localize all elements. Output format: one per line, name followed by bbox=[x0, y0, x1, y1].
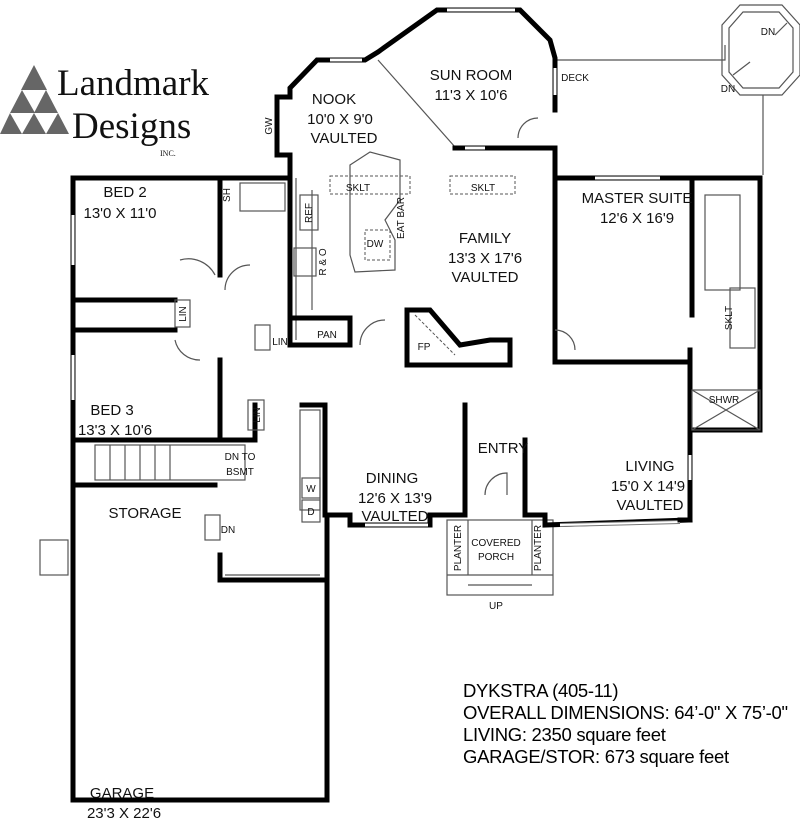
dining-dims: 12'6 X 13'9 bbox=[358, 490, 432, 507]
pantry-label: PAN bbox=[317, 330, 337, 341]
storage-name: STORAGE bbox=[108, 505, 181, 522]
nook-note: VAULTED bbox=[311, 130, 378, 147]
garage-name: GARAGE bbox=[90, 785, 154, 802]
logo-line1: Landmark bbox=[57, 63, 210, 104]
plan-name: DYKSTRA (405-11) bbox=[463, 680, 619, 701]
fixture-labels: GW SH REF R & O SKLT SKLT DW EAT BAR LIN… bbox=[178, 117, 739, 612]
bed3-linen-label: LIN bbox=[252, 407, 263, 423]
eat-bar-label: EAT BAR bbox=[396, 197, 407, 239]
storage-dn-label: DN bbox=[221, 525, 235, 536]
deck-label: DECK bbox=[561, 73, 589, 84]
dryer-label: D bbox=[307, 507, 314, 518]
entry-name: ENTRY bbox=[478, 440, 529, 457]
gazebo-dn-label: DN bbox=[761, 27, 775, 38]
planter-right-label: PLANTER bbox=[533, 525, 544, 571]
porch-line2: PORCH bbox=[478, 552, 514, 563]
porch-line1: COVERED bbox=[471, 538, 520, 549]
dn-to-label: DN TO bbox=[225, 452, 256, 463]
triangle-logo-icon bbox=[0, 65, 69, 134]
dining-note: VAULTED bbox=[362, 508, 429, 525]
washer-label: W bbox=[306, 484, 316, 495]
bed2-name: BED 2 bbox=[103, 184, 146, 201]
sun-room-dims: 11'3 X 10'6 bbox=[434, 87, 507, 104]
bsmt-label: BSMT bbox=[226, 467, 254, 478]
kitchen-skylight-label: SKLT bbox=[346, 183, 370, 194]
sh-label: SH bbox=[222, 188, 233, 202]
living-note: VAULTED bbox=[617, 497, 684, 514]
living-name: LIVING bbox=[625, 458, 674, 475]
hall-linen-label: LIN bbox=[272, 337, 288, 348]
deck-dn-label: DN bbox=[721, 84, 735, 95]
range-oven-label: R & O bbox=[318, 248, 329, 275]
bed2-linen-label: LIN bbox=[178, 306, 189, 322]
bed2-dims: 13'0 X 11'0 bbox=[83, 205, 156, 222]
deck bbox=[557, 4, 800, 175]
master-dims: 12'6 X 16'9 bbox=[600, 210, 674, 227]
logo-line2: Designs bbox=[72, 106, 191, 147]
plan-info: DYKSTRA (405-11) OVERALL DIMENSIONS: 64’… bbox=[463, 680, 788, 768]
master-skylight-label: SKLT bbox=[724, 306, 735, 330]
shower-label: SHWR bbox=[709, 395, 740, 406]
walls bbox=[39, 7, 763, 803]
logo-suffix: INC. bbox=[160, 149, 176, 158]
room-labels: NOOK 10'0 X 9'0 VAULTED SUN ROOM 11'3 X … bbox=[78, 27, 775, 822]
porch-up-label: UP bbox=[489, 601, 503, 612]
family-skylight-label: SKLT bbox=[471, 183, 495, 194]
fireplace bbox=[404, 307, 513, 368]
overall-dimensions: OVERALL DIMENSIONS: 64’-0" X 75’-0" bbox=[463, 702, 788, 723]
master-name: MASTER SUITE bbox=[582, 190, 693, 207]
bed3-dims: 13'3 X 10'6 bbox=[78, 422, 152, 439]
garage-area: GARAGE/STOR: 673 square feet bbox=[463, 746, 729, 767]
bed3-name: BED 3 bbox=[90, 402, 133, 419]
fireplace-label: FP bbox=[418, 342, 431, 353]
family-note: VAULTED bbox=[452, 269, 519, 286]
stairs-to-basement bbox=[94, 444, 246, 481]
garage-dims: 23'3 X 22'6 bbox=[87, 805, 161, 822]
ref-label: REF bbox=[304, 203, 315, 223]
living-dims: 15'0 X 14'9 bbox=[611, 478, 685, 495]
planter-left-label: PLANTER bbox=[453, 525, 464, 571]
dishwasher-label: DW bbox=[367, 239, 384, 250]
family-name: FAMILY bbox=[459, 230, 511, 247]
dining-name: DINING bbox=[366, 470, 419, 487]
nook-dims: 10'0 X 9'0 bbox=[307, 111, 373, 128]
nook-name: NOOK bbox=[312, 91, 356, 108]
family-dims: 13'3 X 17'6 bbox=[448, 250, 522, 267]
sun-room-name: SUN ROOM bbox=[430, 67, 513, 84]
living-area: LIVING: 2350 square feet bbox=[463, 724, 666, 745]
gw-label: GW bbox=[264, 117, 275, 135]
landmark-logo: Landmark Designs INC. bbox=[0, 63, 210, 158]
